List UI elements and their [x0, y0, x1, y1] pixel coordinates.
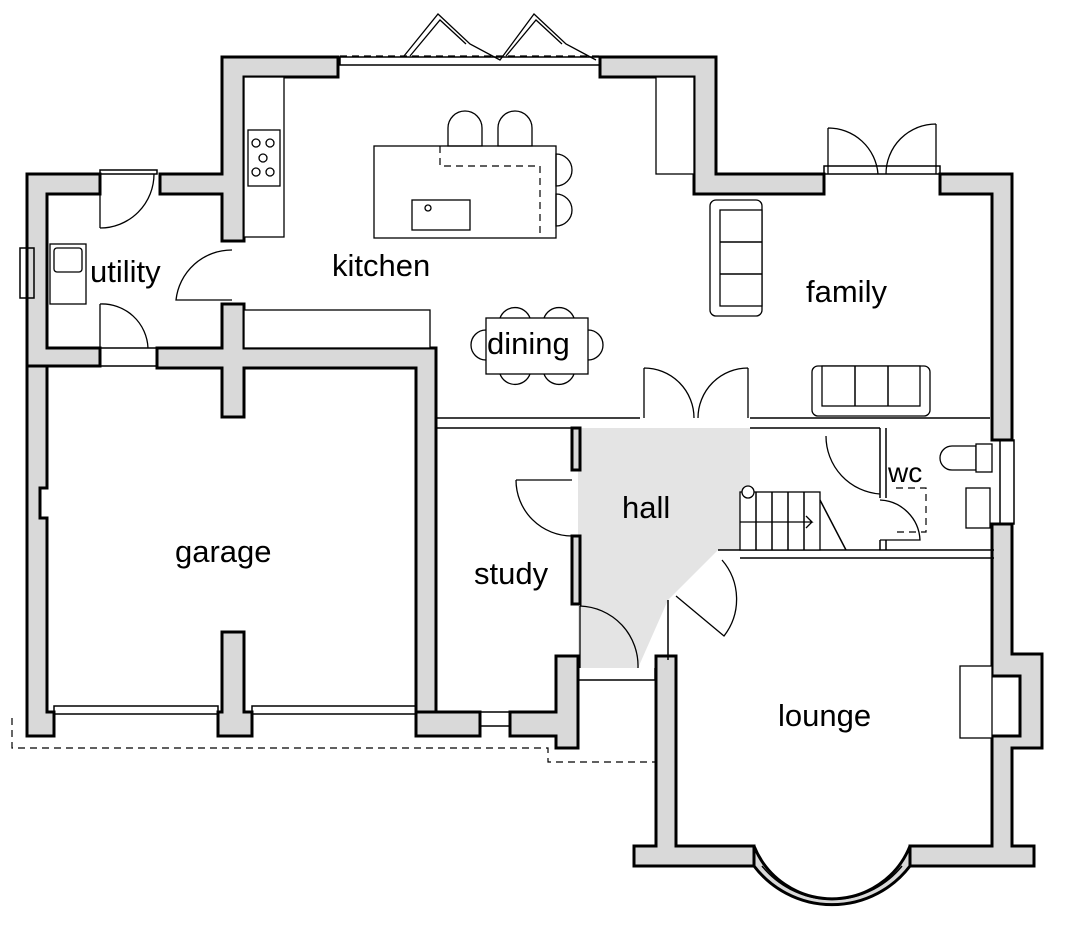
- room-label-kitchen: kitchen: [332, 248, 430, 283]
- room-label-hall: hall: [622, 490, 670, 525]
- room-label-utility: utility: [90, 254, 161, 289]
- room-label-wc: wc: [887, 457, 922, 488]
- room-label-study: study: [474, 556, 549, 591]
- room-label-garage: garage: [175, 534, 272, 569]
- utility-sink: [49, 243, 87, 305]
- room-label-family: family: [806, 274, 887, 309]
- kitchen-units: [243, 76, 695, 349]
- room-label-dining: dining: [487, 326, 570, 361]
- dining-table: [470, 306, 604, 386]
- hall-floor: [578, 428, 750, 668]
- walls: [25, 55, 1044, 868]
- doors: [99, 13, 937, 669]
- kitchen-island: [373, 110, 573, 239]
- site-outline: [11, 55, 655, 763]
- bay-window: [752, 845, 912, 907]
- chimney-breast: [959, 665, 993, 739]
- sofas: [709, 199, 931, 417]
- room-label-lounge: lounge: [778, 698, 871, 733]
- staircase: [739, 485, 847, 551]
- wc-fittings: [896, 443, 993, 533]
